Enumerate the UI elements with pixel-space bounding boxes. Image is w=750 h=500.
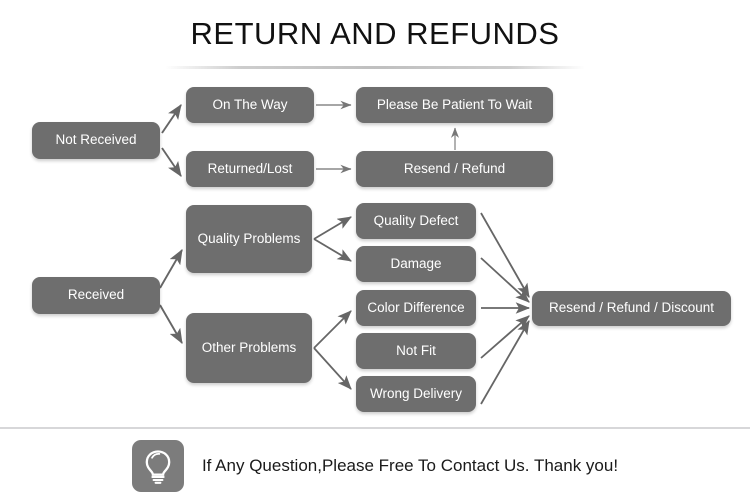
edge-quality-problems-to-damage — [313, 238, 352, 262]
node-resend-refund[interactable]: Resend / Refund — [356, 151, 553, 187]
edge-other-problems-to-color-difference — [313, 310, 352, 349]
title-divider — [165, 66, 585, 69]
edge-not-fit-to-final — [480, 315, 530, 359]
footer-message: If Any Question,Please Free To Contact U… — [201, 455, 619, 475]
node-damage[interactable]: Damage — [356, 246, 476, 282]
edge-received-to-quality-problems — [159, 249, 183, 289]
node-quality-defect[interactable]: Quality Defect — [356, 203, 476, 239]
node-not-fit[interactable]: Not Fit — [356, 333, 476, 369]
node-resend-refund-discount[interactable]: Resend / Refund / Discount — [532, 291, 731, 326]
node-wrong-delivery[interactable]: Wrong Delivery — [356, 376, 476, 412]
edge-other-problems-to-wrong-delivery — [313, 347, 352, 390]
edge-received-to-other-problems — [159, 304, 183, 344]
page-title: RETURN AND REFUNDS — [190, 16, 560, 51]
node-received[interactable]: Received — [32, 277, 160, 314]
lightbulb-icon — [131, 439, 184, 492]
edge-wrong-delivery-to-final — [480, 320, 530, 405]
node-returned-lost[interactable]: Returned/Lost — [186, 151, 314, 187]
edge-quality-defect-to-final — [480, 212, 530, 298]
edge-not-received-to-returned-lost — [161, 147, 182, 177]
edge-not-received-to-on-the-way — [161, 104, 182, 134]
node-other-problems[interactable]: Other Problems — [186, 313, 312, 383]
node-color-difference[interactable]: Color Difference — [356, 290, 476, 326]
footer-divider — [0, 427, 750, 429]
edge-damage-to-final — [480, 257, 530, 303]
node-quality-problems[interactable]: Quality Problems — [186, 205, 312, 273]
node-please-be-patient-to-wait[interactable]: Please Be Patient To Wait — [356, 87, 553, 123]
footer: If Any Question,Please Free To Contact U… — [0, 438, 750, 493]
edge-quality-problems-to-quality-defect — [313, 216, 352, 240]
node-not-received[interactable]: Not Received — [32, 122, 160, 159]
node-on-the-way[interactable]: On The Way — [186, 87, 314, 123]
